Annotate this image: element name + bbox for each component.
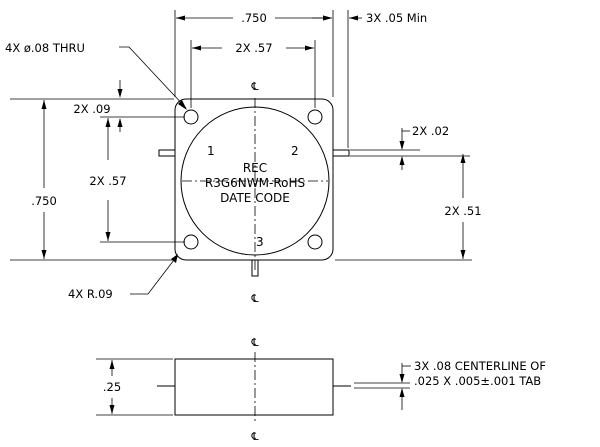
overall-height-label: .750: [31, 194, 57, 208]
mounting-hole-tl: [183, 109, 199, 125]
tab-right: [332, 149, 350, 157]
centerline-symbol-side-bottom: ℄: [250, 430, 258, 443]
tab-thickness-label: 2X .02: [412, 124, 449, 138]
dim-tab-centerline: 3X .08 CENTERLINE OF .025 X .005±.001 TA…: [354, 359, 546, 410]
centerline-symbol-mid: ℄: [250, 292, 258, 305]
tab-offset-label: 2X .51: [444, 204, 481, 218]
mounting-hole-br: [307, 234, 323, 250]
hole-spacing-y-label: 2X .57: [89, 174, 126, 188]
dim-tab-offset: 2X .51: [335, 154, 482, 261]
tab-left: [158, 149, 176, 157]
side-view: ℄ ℄: [157, 336, 351, 443]
body-marking-line2: R3G6NWM-RoHS: [205, 176, 305, 190]
dim-overall-height: .750: [10, 100, 174, 261]
port-2-label: 2: [291, 144, 299, 158]
tab-min-label: 3X .05 Min: [366, 11, 427, 25]
centerline-symbol-top: ℄: [250, 80, 258, 93]
dim-hole-spacing-y: 2X .57: [89, 118, 185, 243]
mounting-hole-bl: [183, 234, 199, 250]
hole-spacing-x-label: 2X .57: [235, 41, 272, 55]
body-marking-line1: REC: [243, 161, 267, 175]
dim-hole-offset-y: 2X .09: [10, 80, 185, 132]
hole-diameter-label: 4X ø.08 THRU: [5, 41, 85, 55]
note-line2: .025 X .005±.001 TAB: [414, 374, 541, 388]
height-label: .25: [103, 380, 121, 394]
note-line1: 3X .08 CENTERLINE OF: [414, 359, 546, 373]
body-marking-line3: DATE CODE: [220, 191, 290, 205]
corner-radius-label: 4X R.09: [68, 287, 113, 301]
dim-hole-spacing-x: 2X .57: [190, 40, 316, 108]
overall-width-label: .750: [241, 11, 267, 25]
dim-height: .25: [96, 358, 173, 416]
dim-tab-thickness: 2X .02: [350, 124, 470, 170]
top-view: ℄ ℄ REC R3G6NWM-RoHS DATE CODE 1 2 3: [158, 80, 350, 305]
dim-tab-min: 3X .05 Min: [312, 10, 427, 148]
centerline-symbol-side-top: ℄: [250, 336, 258, 349]
dim-corner-radius: 4X R.09: [68, 254, 178, 301]
hole-offset-y-label: 2X .09: [73, 102, 110, 116]
mounting-hole-tr: [307, 109, 323, 125]
port-3-label: 3: [256, 235, 264, 249]
dim-hole-diameter: 4X ø.08 THRU: [5, 41, 187, 110]
side-body: [174, 358, 334, 416]
port-1-label: 1: [207, 144, 215, 158]
